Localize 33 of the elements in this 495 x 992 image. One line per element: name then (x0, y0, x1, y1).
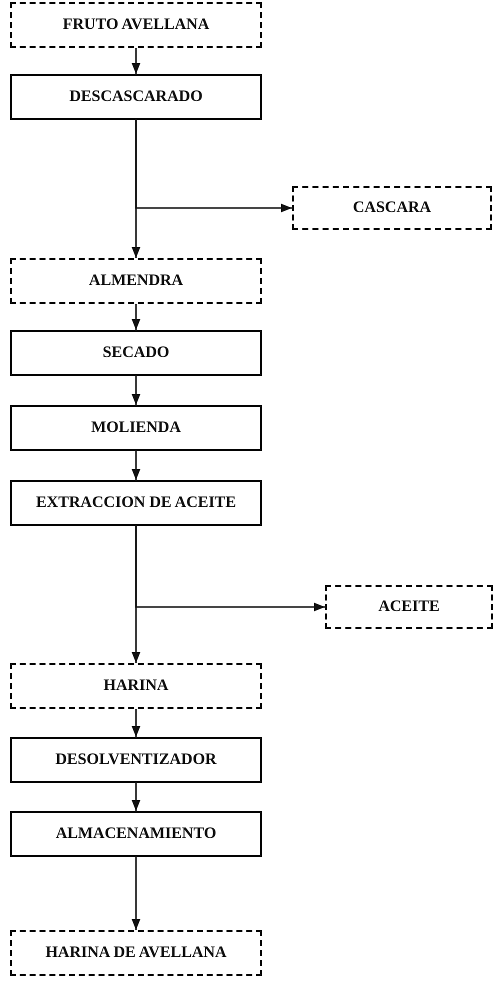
product-box (10, 258, 262, 304)
node-label: ACEITE (378, 598, 440, 616)
product-box (10, 2, 262, 48)
process-box (10, 480, 262, 526)
arrow (135, 526, 325, 612)
node-label: ALMACENAMIENTO (56, 825, 216, 843)
product-box (292, 186, 492, 230)
arrow (132, 857, 140, 930)
node-label: DESCASCARADO (69, 88, 203, 106)
arrow (132, 709, 140, 737)
arrow (132, 304, 140, 330)
node-label: CASCARA (352, 199, 432, 217)
node-label: FRUTO AVELLANA (62, 16, 210, 34)
product-box (325, 585, 493, 629)
node-label: SECADO (102, 344, 170, 362)
arrow (132, 783, 140, 811)
process-box (10, 811, 262, 857)
arrow (132, 376, 140, 405)
process-box (10, 737, 262, 783)
arrow (132, 451, 140, 480)
process-box (10, 74, 262, 120)
process-box (10, 330, 262, 376)
node-label: MOLIENDA (91, 419, 181, 437)
arrow (135, 120, 292, 212)
node-label: ALMENDRA (88, 272, 184, 290)
process-box (10, 405, 262, 451)
node-label: HARINA (104, 677, 168, 695)
product-box (10, 663, 262, 709)
product-box (10, 930, 262, 976)
node-label: EXTRACCION DE ACEITE (36, 494, 236, 512)
node-label: DESOLVENTIZADOR (55, 751, 217, 769)
arrow (132, 48, 140, 74)
node-label: HARINA DE AVELLANA (45, 944, 227, 962)
